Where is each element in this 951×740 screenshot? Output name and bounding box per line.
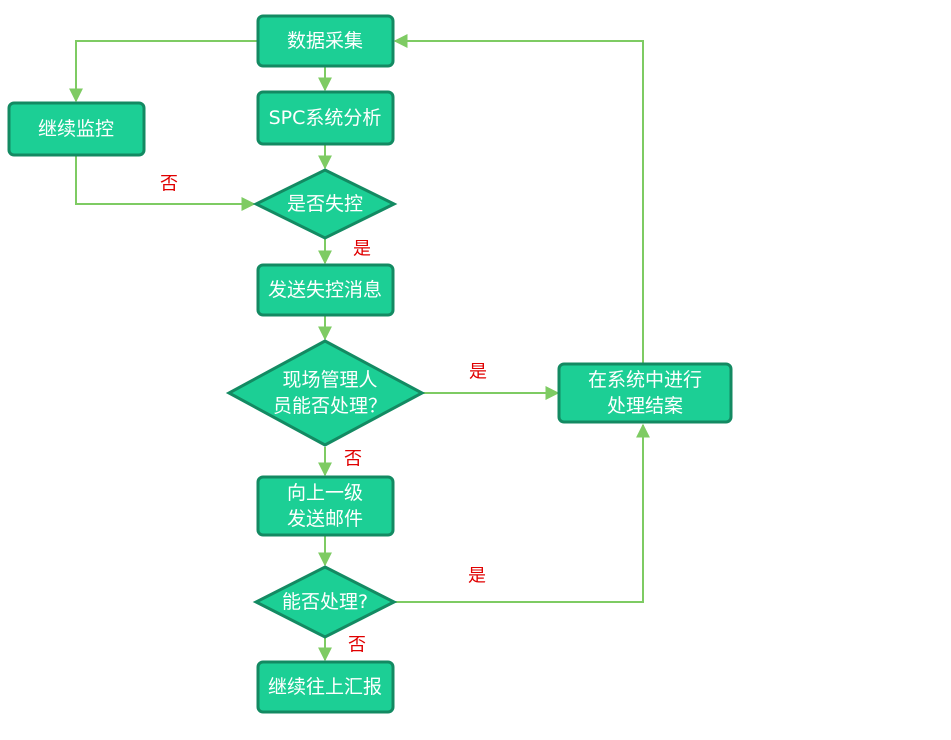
node-send-alert-label: 发送失控消息 — [268, 279, 382, 301]
node-email-up-label-2: 发送邮件 — [287, 508, 363, 530]
label-yes-manager: 是 — [469, 362, 487, 383]
node-send-alert-shape — [256, 263, 395, 317]
label-yes-out-of-control: 是 — [353, 239, 371, 260]
node-continue-monitor-shape — [7, 101, 146, 157]
edge-close-to-collect — [393, 34, 644, 363]
node-spc-analysis[interactable]: SPC系统分析 — [256, 90, 395, 146]
node-report-up-label: 继续往上汇报 — [268, 676, 382, 698]
node-manager-handle-label-1: 现场管理人 — [282, 369, 377, 391]
node-report-up-shape — [256, 660, 395, 714]
node-out-of-control-shape — [252, 168, 398, 240]
nodes: 数据采集 SPC系统分析 继续监控 是否失控 发送失控消息 现场管理人 员能否处… — [7, 14, 733, 714]
node-out-of-control-label: 是否失控 — [287, 193, 363, 215]
node-continue-monitor-label: 继续监控 — [38, 118, 114, 140]
node-manager-handle-shape — [225, 339, 426, 447]
edge-labels: 否 是 是 否 是 否 — [160, 174, 487, 656]
label-yes-can-handle: 是 — [468, 566, 486, 587]
node-can-handle-shape — [252, 565, 398, 639]
node-continue-monitor[interactable]: 继续监控 — [7, 101, 146, 157]
node-spc-analysis-label: SPC系统分析 — [269, 107, 382, 129]
node-manager-handle-label-2: 员能否处理？ — [273, 395, 387, 417]
node-close-in-system[interactable]: 在系统中进行 处理结案 — [557, 362, 733, 424]
node-email-up-label-1: 向上一级 — [287, 482, 363, 504]
node-out-of-control[interactable]: 是否失控 — [252, 168, 398, 240]
node-data-collect-label: 数据采集 — [287, 30, 363, 52]
node-data-collect-shape — [256, 14, 395, 68]
node-send-alert[interactable]: 发送失控消息 — [256, 263, 395, 317]
label-no-manager: 否 — [344, 449, 362, 470]
node-spc-analysis-shape — [256, 90, 395, 146]
node-can-handle[interactable]: 能否处理? — [252, 565, 398, 639]
node-close-in-system-label-2: 处理结案 — [607, 395, 683, 417]
edge-canhandle-to-close — [394, 423, 650, 603]
edge-collect-to-monitor — [69, 40, 258, 103]
edges — [69, 34, 650, 662]
node-manager-handle[interactable]: 现场管理人 员能否处理？ — [225, 339, 426, 447]
node-can-handle-label: 能否处理? — [282, 591, 368, 613]
label-no-to-monitor: 否 — [160, 174, 178, 195]
node-report-up[interactable]: 继续往上汇报 — [256, 660, 395, 714]
node-email-up[interactable]: 向上一级 发送邮件 — [256, 475, 395, 537]
node-close-in-system-shape — [557, 362, 733, 424]
edge-monitor-to-decision — [75, 155, 256, 211]
label-no-can-handle: 否 — [348, 635, 366, 656]
node-email-up-shape — [256, 475, 395, 537]
node-data-collect[interactable]: 数据采集 — [256, 14, 395, 68]
node-close-in-system-label-1: 在系统中进行 — [588, 369, 702, 391]
